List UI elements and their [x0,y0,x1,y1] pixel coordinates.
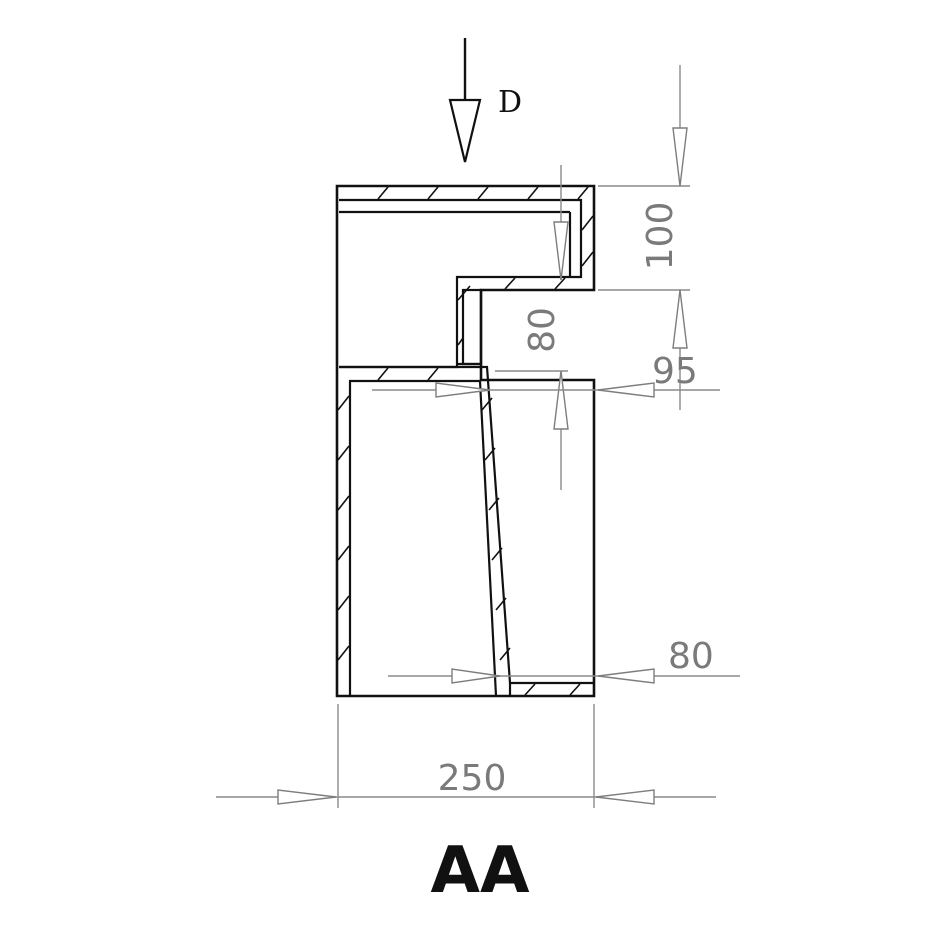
dimension-bottom-wall-value: 80 [668,636,714,677]
dimension-step-offset [372,382,720,398]
dimension-slot-height-value: 80 [522,307,563,353]
dimension-step-offset-value: 95 [652,351,698,392]
dimension-top-height-value: 100 [640,202,681,271]
recess-insert [461,288,483,366]
dimension-bottom-wall [388,668,740,684]
direction-label: D [498,85,522,120]
dimension-slot-height [495,165,569,490]
dimension-overall-width [216,704,716,808]
dimension-overall-width-value: 250 [438,758,507,799]
hatching-top [377,186,594,346]
hatching-left [337,367,439,661]
dimension-top-height [598,65,690,410]
hatching-slanted [481,397,581,696]
view-title: AA [430,834,530,908]
outer-outline [335,184,596,698]
view-direction-arrow [448,38,482,163]
section-body [335,184,596,698]
slanted-wall-outer [339,365,594,685]
lower-inner-wall [348,379,498,697]
